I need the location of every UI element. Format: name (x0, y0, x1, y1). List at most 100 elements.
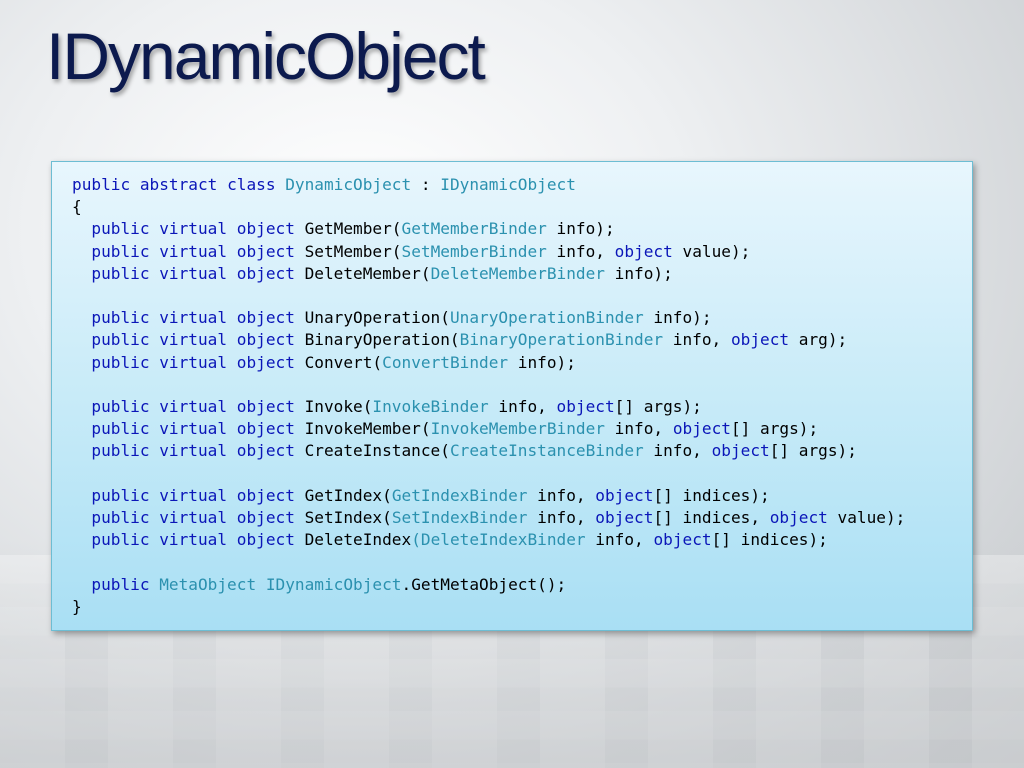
code-text: BinaryOperation( (294, 330, 460, 350)
code-text: DeleteMember( (294, 263, 431, 283)
code-text (227, 264, 237, 283)
code-type: CreateInstanceBinder (449, 441, 644, 461)
code-keyword: public (91, 441, 150, 461)
code-keyword: public (72, 175, 131, 194)
code-text: [] indices, (653, 508, 770, 528)
code-keyword: virtual (159, 352, 228, 372)
code-text (227, 330, 237, 349)
code-keyword: class (227, 175, 276, 194)
code-text (72, 397, 91, 416)
code-type: MetaObject (159, 574, 257, 594)
code-text: value); (672, 241, 751, 261)
code-text (227, 508, 237, 527)
code-keyword: object (672, 419, 731, 439)
code-text: GetMember( (294, 219, 402, 239)
code-text: GetIndex( (294, 485, 392, 505)
code-keyword: public (91, 508, 150, 528)
code-type: IDynamicObject (440, 175, 576, 194)
code-text: SetIndex( (294, 508, 392, 528)
code-text: [] indices); (711, 530, 828, 550)
code-text (227, 486, 237, 505)
code-keyword: virtual (159, 263, 228, 283)
code-type: UnaryOperationBinder (449, 308, 644, 328)
code-text (150, 353, 160, 372)
code-text: info, (604, 419, 673, 439)
code-keyword: object (556, 397, 615, 417)
code-text (72, 264, 91, 283)
code-text (72, 575, 91, 594)
code-text (150, 441, 160, 460)
code-text (276, 175, 286, 194)
code-text: info, (527, 485, 596, 505)
code-line: public abstract class DynamicObject : ID… (72, 175, 576, 194)
code-text (150, 508, 160, 527)
code-keyword: virtual (159, 530, 228, 550)
code-line: public virtual object CreateInstance(Cre… (72, 441, 857, 460)
code-line: { (72, 197, 82, 216)
code-keyword: object (236, 485, 295, 505)
code-text: arg); (789, 330, 848, 350)
code-text: value); (827, 508, 906, 528)
code-keyword: object (653, 530, 712, 550)
code-line: public virtual object SetIndex(SetIndexB… (72, 508, 905, 527)
code-type: DynamicObject (285, 175, 412, 194)
code-keyword: object (730, 330, 790, 350)
code-type: IDynamicObject (265, 574, 402, 594)
code-type: GetIndexBinder (391, 485, 528, 505)
code-text: info); (546, 219, 615, 239)
code-text (227, 419, 237, 438)
code-keyword: public (91, 397, 150, 417)
code-line: public virtual object Convert(ConvertBin… (72, 353, 576, 372)
code-text: info, (585, 530, 654, 550)
code-keyword: virtual (159, 219, 228, 239)
code-type: InvokeBinder (372, 397, 489, 417)
code-text (227, 353, 237, 372)
code-text: DeleteIndex (294, 530, 412, 550)
code-text (150, 330, 160, 349)
code-keyword: virtual (159, 508, 228, 528)
code-text (227, 242, 237, 261)
code-text (130, 175, 140, 194)
code-line: public MetaObject IDynamicObject.GetMeta… (72, 575, 566, 594)
code-keyword: object (236, 419, 295, 439)
code-text (256, 575, 266, 594)
code-text: CreateInstance( (294, 441, 450, 461)
code-keyword: object (711, 441, 770, 461)
code-keyword: virtual (159, 330, 228, 350)
code-text (150, 219, 160, 238)
code-listing: public abstract class DynamicObject : ID… (72, 174, 972, 618)
code-text: info); (604, 263, 673, 283)
code-type: BinaryOperationBinder (459, 330, 664, 350)
code-text: UnaryOperation( (294, 308, 450, 328)
code-text (227, 397, 237, 416)
code-text: [] args); (614, 397, 702, 417)
code-text (150, 242, 160, 261)
code-text (150, 419, 160, 438)
code-keyword: public (91, 308, 150, 328)
code-keyword: object (236, 241, 295, 261)
code-line: public virtual object UnaryOperation(Una… (72, 308, 711, 328)
code-type: DeleteMemberBinder (430, 263, 605, 283)
code-type: SetIndexBinder (391, 508, 528, 528)
code-text (72, 330, 91, 349)
code-keyword: public (91, 263, 150, 283)
slide-title: IDynamicObject (46, 19, 486, 93)
code-keyword: public (91, 330, 150, 350)
code-text (72, 353, 91, 372)
code-text (72, 530, 91, 549)
code-keyword: virtual (159, 441, 228, 461)
code-type: ConvertBinder (382, 352, 509, 372)
code-keyword: object (236, 397, 295, 417)
code-type: InvokeMemberBinder (430, 419, 605, 439)
code-keyword: public (91, 574, 150, 594)
code-text (150, 486, 160, 505)
code-keyword: abstract (139, 175, 218, 194)
code-line: public virtual object InvokeMember(Invok… (72, 419, 818, 438)
code-text (227, 308, 237, 327)
code-keyword: object (236, 263, 295, 283)
code-text (72, 441, 91, 460)
code-keyword: public (91, 352, 150, 372)
code-text: [] args); (730, 419, 819, 439)
code-keyword: object (236, 219, 295, 239)
code-text: info, (527, 508, 596, 528)
